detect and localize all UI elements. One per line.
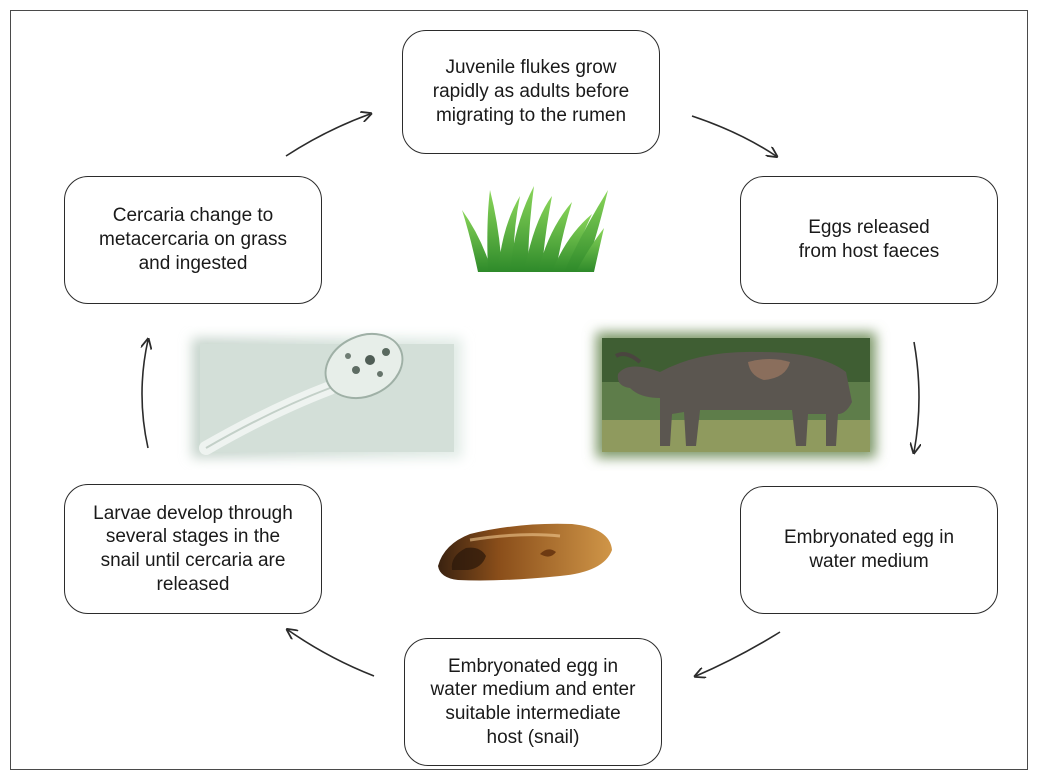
arrow-bottom-to-larvae	[288, 630, 374, 676]
water-buffalo-image	[596, 332, 876, 458]
arrow-eggs-to-embryonated	[914, 342, 919, 452]
cercaria-micrograph-image	[192, 322, 462, 458]
arrow-embryonated-to-bottom	[696, 632, 780, 676]
arrow-larvae-to-cercaria	[142, 340, 148, 448]
snail-shell-image	[438, 524, 612, 581]
grass-image	[462, 186, 608, 272]
arrow-top-to-eggs	[692, 116, 776, 156]
arrow-cercaria-to-top	[286, 114, 370, 156]
